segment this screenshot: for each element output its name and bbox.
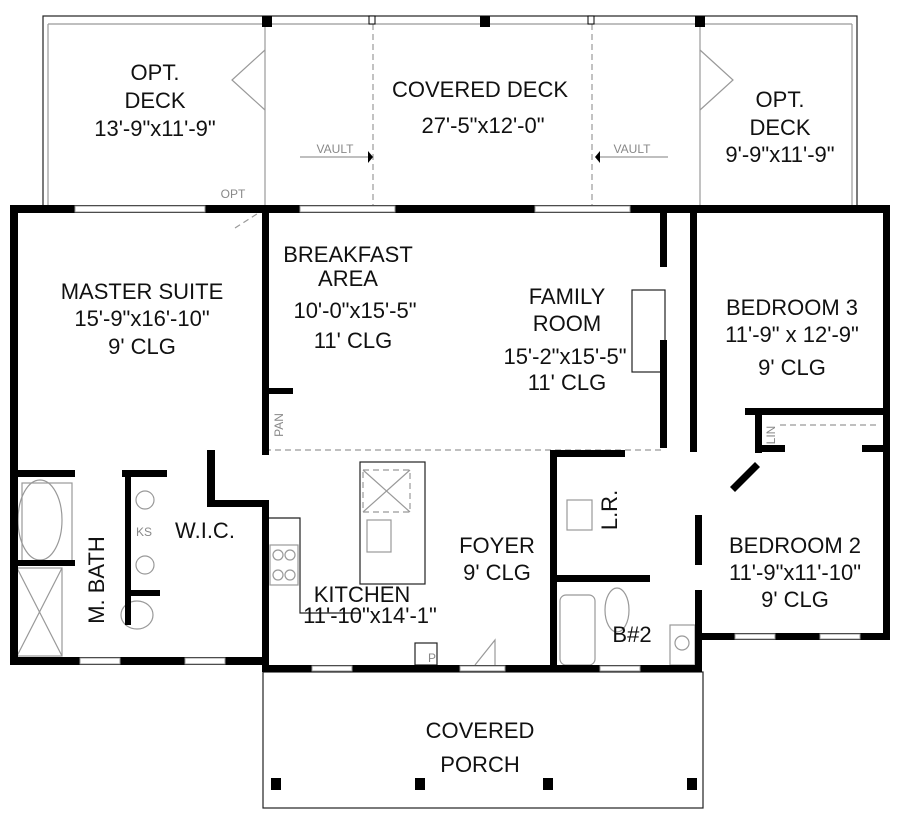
bedroom3-size: 11'-9" x 12'-9": [725, 322, 859, 347]
master-suite-name: MASTER SUITE: [61, 279, 224, 304]
bedroom2-size: 11'-9"x11'-10": [729, 560, 861, 585]
opt-deck-left-size: 13'-9"x11'-9": [94, 116, 215, 141]
walls: [10, 205, 890, 672]
porch-name2: PORCH: [440, 752, 519, 777]
foyer-ceiling: 9' CLG: [463, 560, 531, 585]
opt-label: OPT: [221, 187, 246, 201]
vault-left-label: VAULT: [317, 142, 355, 156]
bedroom2-name: BEDROOM 2: [729, 533, 861, 558]
foyer-name: FOYER: [459, 533, 535, 558]
pantry-p-label: P: [428, 651, 436, 665]
breakfast-name: BREAKFAST: [283, 242, 413, 267]
family-room-size: 15'-2"x15'-5": [503, 344, 626, 369]
wic-name: W.I.C.: [175, 518, 235, 543]
opt-deck-left-name2: DECK: [124, 88, 185, 113]
opt-deck-left-name: OPT.: [131, 60, 180, 85]
fixtures: [16, 211, 880, 666]
bath2-name: B#2: [612, 622, 651, 647]
pantry-label: PAN: [272, 413, 286, 437]
family-room-name2: ROOM: [533, 311, 601, 336]
porch-name: COVERED: [426, 718, 535, 743]
kitchen-name: KITCHEN: [314, 582, 411, 607]
room-labels: OPT. DECK 13'-9"x11'-9" COVERED DECK 27'…: [61, 60, 861, 777]
opt-deck-right-name: OPT.: [756, 87, 805, 112]
master-suite-size: 15'-9"x16'-10": [74, 306, 209, 331]
family-room-ceiling: 11' CLG: [528, 370, 606, 395]
breakfast-size: 10'-0"x15'-5": [293, 298, 416, 323]
bedroom3-name: BEDROOM 3: [726, 295, 858, 320]
opt-deck-right-size: 9'-9"x11'-9": [725, 142, 834, 167]
breakfast-name2: AREA: [318, 266, 378, 291]
kitchen-size: 11'-10"x14'-1": [303, 603, 437, 628]
bedroom2-ceiling: 9' CLG: [761, 587, 829, 612]
family-room-name: FAMILY: [529, 284, 606, 309]
breakfast-ceiling: 11' CLG: [314, 328, 392, 353]
vault-right-label: VAULT: [614, 142, 652, 156]
master-suite-ceiling: 9' CLG: [108, 334, 176, 359]
covered-deck-size: 27'-5"x12'-0": [421, 113, 544, 138]
opt-deck-right-name2: DECK: [749, 115, 810, 140]
covered-deck-name: COVERED DECK: [392, 77, 568, 102]
laundry-name: L.R.: [597, 490, 622, 530]
ks-label: KS: [136, 525, 152, 539]
master-bath-name: M. BATH: [84, 536, 109, 624]
bedroom3-ceiling: 9' CLG: [758, 355, 826, 380]
linen-label: LIN: [764, 426, 778, 445]
